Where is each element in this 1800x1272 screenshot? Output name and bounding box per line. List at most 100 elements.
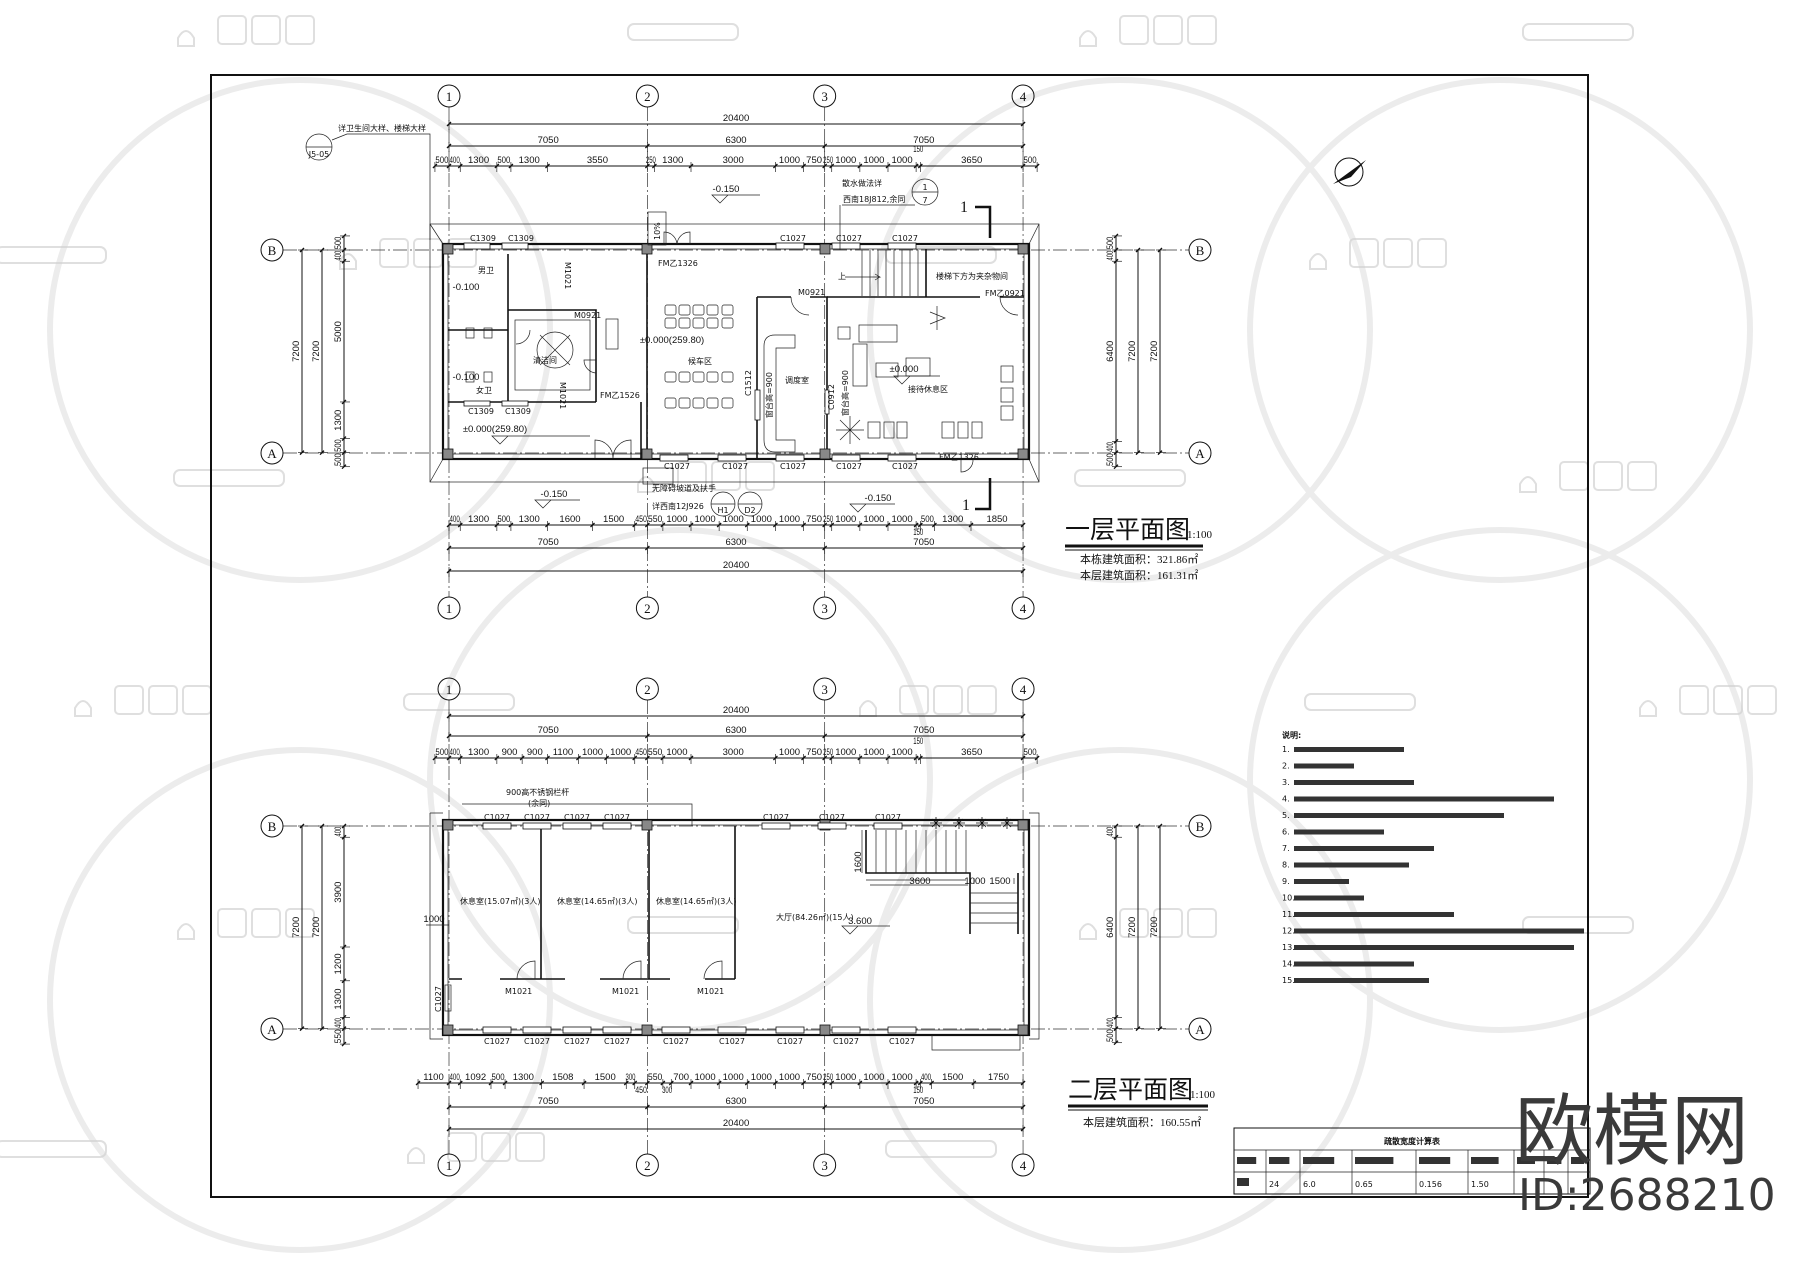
dimension-slash: [457, 522, 463, 528]
table-cell: 0.156: [1419, 1180, 1442, 1189]
axis-label-1: 1: [446, 682, 453, 697]
level-womens: -0.100: [453, 372, 480, 383]
axis-bubble: [813, 1153, 837, 1177]
watermark-url: [0, 246, 107, 264]
dimension-label: 400: [449, 155, 459, 166]
note-number: 10.: [1282, 894, 1295, 903]
dimension-label: 1000: [863, 747, 884, 758]
watermark-logo-glyph: [933, 685, 963, 715]
dimension-slash: [917, 522, 923, 528]
dimension-slash: [1113, 1040, 1119, 1046]
dimension-label: 400: [449, 747, 459, 758]
dimension-label: 1200: [333, 953, 344, 974]
watermark-logo: [1079, 15, 1217, 47]
dimension-slash: [716, 522, 722, 528]
dimension-label: 7200: [1149, 917, 1160, 938]
waiting-chair: [664, 371, 677, 383]
plants: [930, 817, 1013, 829]
ramp-note: 无障碍坡道及扶手: [652, 483, 716, 493]
dimension-slash: [341, 436, 347, 441]
dimension-label: 1000: [666, 747, 687, 758]
dimension-label: 1000: [751, 1072, 772, 1083]
watermark-logo-mark: [1519, 476, 1537, 493]
watermark-logo-glyph: [1627, 461, 1657, 491]
exterior-wall: [441, 818, 1031, 1037]
windows: [463, 242, 917, 462]
dimension-label: 7050: [913, 537, 934, 548]
dimension-label: 7050: [913, 725, 934, 736]
dimension-slash: [446, 163, 452, 169]
dimension-slash: [822, 143, 828, 149]
dimension-slash: [801, 755, 807, 761]
watermark-logo-mark: [177, 30, 195, 47]
level-outside-left: -0.150: [541, 489, 568, 500]
dimension-label: 500: [497, 514, 510, 525]
dimension-slash: [913, 163, 919, 169]
note-text: [1294, 912, 1454, 917]
table-title: 疏散宽度计算表: [1384, 1136, 1441, 1146]
table-header-cell: [1269, 1157, 1290, 1164]
dimension-label: 1092: [465, 1072, 486, 1083]
dimension-slash: [971, 1080, 977, 1086]
dimension-slash: [581, 1080, 587, 1086]
floor1-area: 本层建筑面积：161.31㎡: [1080, 568, 1198, 582]
door-label: M0921: [574, 311, 601, 320]
floor2-area: 本层建筑面积：160.55㎡: [1083, 1115, 1201, 1129]
room-waiting: 候车区: [688, 356, 712, 366]
dimension-slash: [885, 1080, 891, 1086]
dimension-label: 900: [527, 747, 543, 758]
watermark-logo: [1519, 461, 1657, 493]
window-label: C1027: [434, 986, 443, 1012]
axis-label-B: B: [268, 819, 277, 834]
watermark-logo-mark: [859, 700, 877, 717]
dimension-label: 150: [913, 527, 923, 538]
dimension-slash: [1020, 755, 1026, 761]
dimension-label: 1000: [863, 155, 884, 166]
dimension-label: 1000: [582, 747, 603, 758]
dimension-slash: [457, 1080, 463, 1086]
watermark-url: [885, 1140, 997, 1158]
note-number: 5.: [1282, 811, 1290, 820]
dimension-label: 250: [823, 747, 833, 758]
table-header-cell: [1237, 1157, 1257, 1164]
dimension-slash: [660, 755, 666, 761]
note-number: 3.: [1282, 778, 1290, 787]
watermark-logo: [339, 238, 477, 270]
door-label: M0921: [798, 288, 825, 297]
watermark-url: [403, 693, 515, 711]
waiting-chair: [721, 317, 734, 329]
axis-label-A: A: [267, 446, 277, 461]
dimension-slash: [801, 163, 807, 169]
dimension-label: 500: [435, 747, 448, 758]
watermark-logo-mark: [637, 476, 655, 493]
window: [887, 1026, 917, 1034]
dimension-slash: [822, 1104, 828, 1110]
dimension-label: 300: [626, 1072, 636, 1083]
dimension-label: 550: [333, 1029, 344, 1043]
room-1-label: 休息室(15.07㎡)(3人): [460, 896, 540, 906]
dimension-slash: [446, 121, 452, 127]
level-mens: -0.100: [453, 282, 480, 293]
dimension-label: 1000: [610, 747, 631, 758]
note-text: [1294, 895, 1364, 901]
table-cell: 24: [1269, 1180, 1279, 1189]
window-label: C1027: [763, 813, 789, 822]
dimension-slash: [341, 978, 347, 984]
watermark-logo-glyph: [114, 685, 144, 715]
dimension-slash: [299, 450, 305, 456]
stair-dim-1600: 1600: [853, 851, 864, 872]
window-label: C1027: [663, 1037, 689, 1046]
dimension-slash: [632, 1080, 638, 1086]
door-label: FM乙1526: [600, 391, 640, 400]
dimension-slash: [772, 1080, 778, 1086]
dimension-slash: [917, 1080, 923, 1086]
dimension-slash: [341, 233, 347, 239]
watermark-logo-glyph: [217, 15, 247, 45]
dimension-slash: [494, 522, 500, 528]
watermark-logo-glyph: [899, 685, 929, 715]
dimension-label: 1300: [333, 410, 344, 431]
watermark-logo-glyph: [711, 461, 741, 491]
dimension-slash: [590, 522, 595, 528]
dimension-label: 500: [333, 439, 344, 452]
